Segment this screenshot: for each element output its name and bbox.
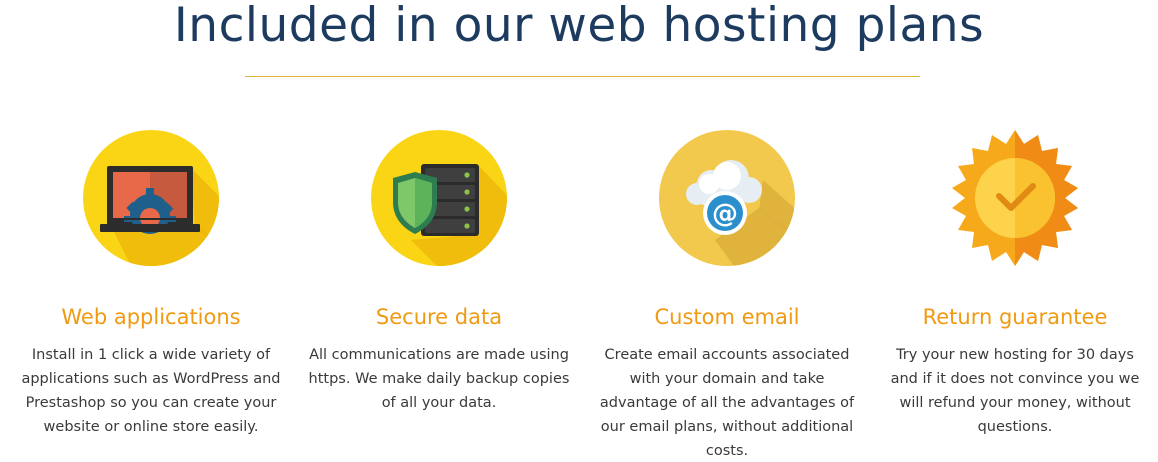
laptop-gear-icon: [83, 130, 219, 266]
title-divider: [245, 76, 920, 77]
feature-title: Secure data: [375, 305, 503, 329]
page-title: Included in our web hosting plans: [173, 0, 985, 53]
feature-description: Install in 1 click a wide variety of app…: [21, 347, 281, 435]
feature-custom-email: @ Custom email Create email accounts ass…: [583, 130, 871, 462]
guarantee-badge-icon: [947, 130, 1083, 266]
feature-return-guarantee: Return guarantee Try your new hosting fo…: [871, 130, 1158, 439]
feature-title: Web applications: [61, 305, 241, 329]
feature-web-applications: Web applications Install in 1 click a wi…: [7, 130, 295, 439]
shield-server-icon: [371, 130, 507, 266]
feature-description: Try your new hosting for 30 days and if …: [890, 347, 1140, 435]
feature-title: Custom email: [654, 305, 800, 329]
cloud-email-icon: @: [659, 130, 795, 266]
feature-description: All communications are made using https.…: [308, 347, 570, 411]
feature-secure-data: Secure data All communications are made …: [295, 130, 583, 415]
feature-title: Return guarantee: [922, 305, 1108, 329]
svg-text:@: @: [712, 199, 738, 229]
feature-description: Create email accounts associated with yo…: [599, 347, 855, 459]
